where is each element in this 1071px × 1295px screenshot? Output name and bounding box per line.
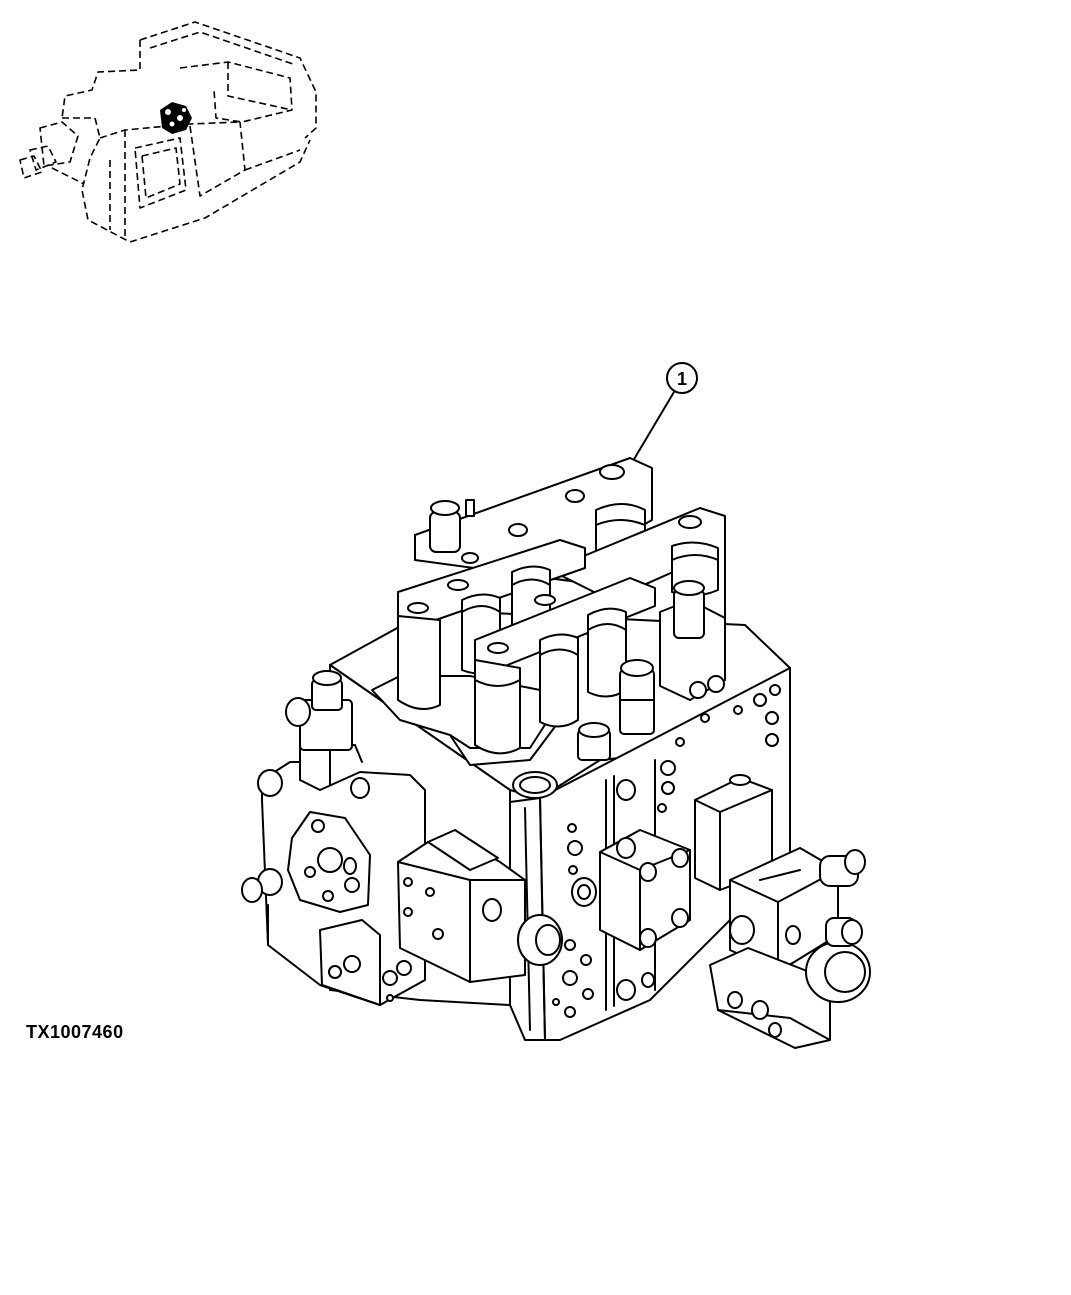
port-holes xyxy=(552,684,781,1018)
callout-1: 1 xyxy=(629,362,698,467)
control-valve-illustration xyxy=(241,457,871,1049)
location-marker-icon xyxy=(160,102,192,134)
figure-id-label: TX1007460 xyxy=(26,1022,124,1042)
machine-locator-icon xyxy=(19,21,317,243)
callout-number: 1 xyxy=(677,369,687,389)
